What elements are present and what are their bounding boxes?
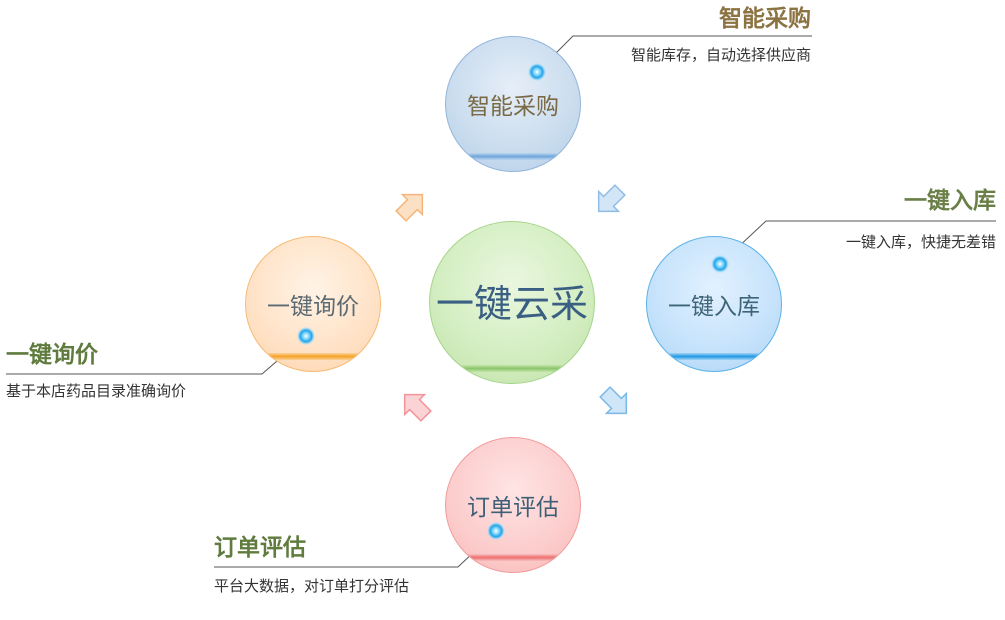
node-ring xyxy=(246,353,380,360)
center-node: 一键云采 xyxy=(429,221,595,384)
callout-title-bottom: 订单评估 xyxy=(214,535,306,561)
center-node-ring xyxy=(430,365,594,372)
node-label: 一键询价 xyxy=(267,294,359,320)
node-label: 订单评估 xyxy=(467,495,559,521)
callout-desc-top: 智能库存，自动选择供应商 xyxy=(630,46,811,64)
arrow-top-to-right xyxy=(597,184,626,213)
node-one-click-inquiry: 一键询价 xyxy=(245,236,381,372)
arrow-bottom-to-left xyxy=(403,393,432,422)
node-ring xyxy=(446,153,580,160)
node-ring xyxy=(647,353,781,360)
node-one-click-stock-in: 一键入库 xyxy=(646,236,782,372)
callout-desc-bottom: 平台大数据，对订单打分评估 xyxy=(214,577,410,595)
callout-desc-left: 基于本店药品目录准确询价 xyxy=(6,382,187,400)
node-label: 一键入库 xyxy=(668,294,760,320)
center-node-label: 一键云采 xyxy=(435,282,588,326)
callout-title-top: 智能采购 xyxy=(719,6,811,32)
callout-title-left: 一键询价 xyxy=(6,342,98,368)
arrow-left-to-top xyxy=(395,193,424,222)
callout-desc-right: 一键入库，快捷无差错 xyxy=(845,233,996,251)
node-order-evaluation: 订单评估 xyxy=(445,437,581,573)
callout-title-right: 一键入库 xyxy=(904,188,996,214)
node-label: 智能采购 xyxy=(467,94,559,120)
node-smart-purchase: 智能采购 xyxy=(445,36,581,172)
node-ring xyxy=(446,554,580,561)
arrow-right-to-bottom xyxy=(599,386,628,415)
